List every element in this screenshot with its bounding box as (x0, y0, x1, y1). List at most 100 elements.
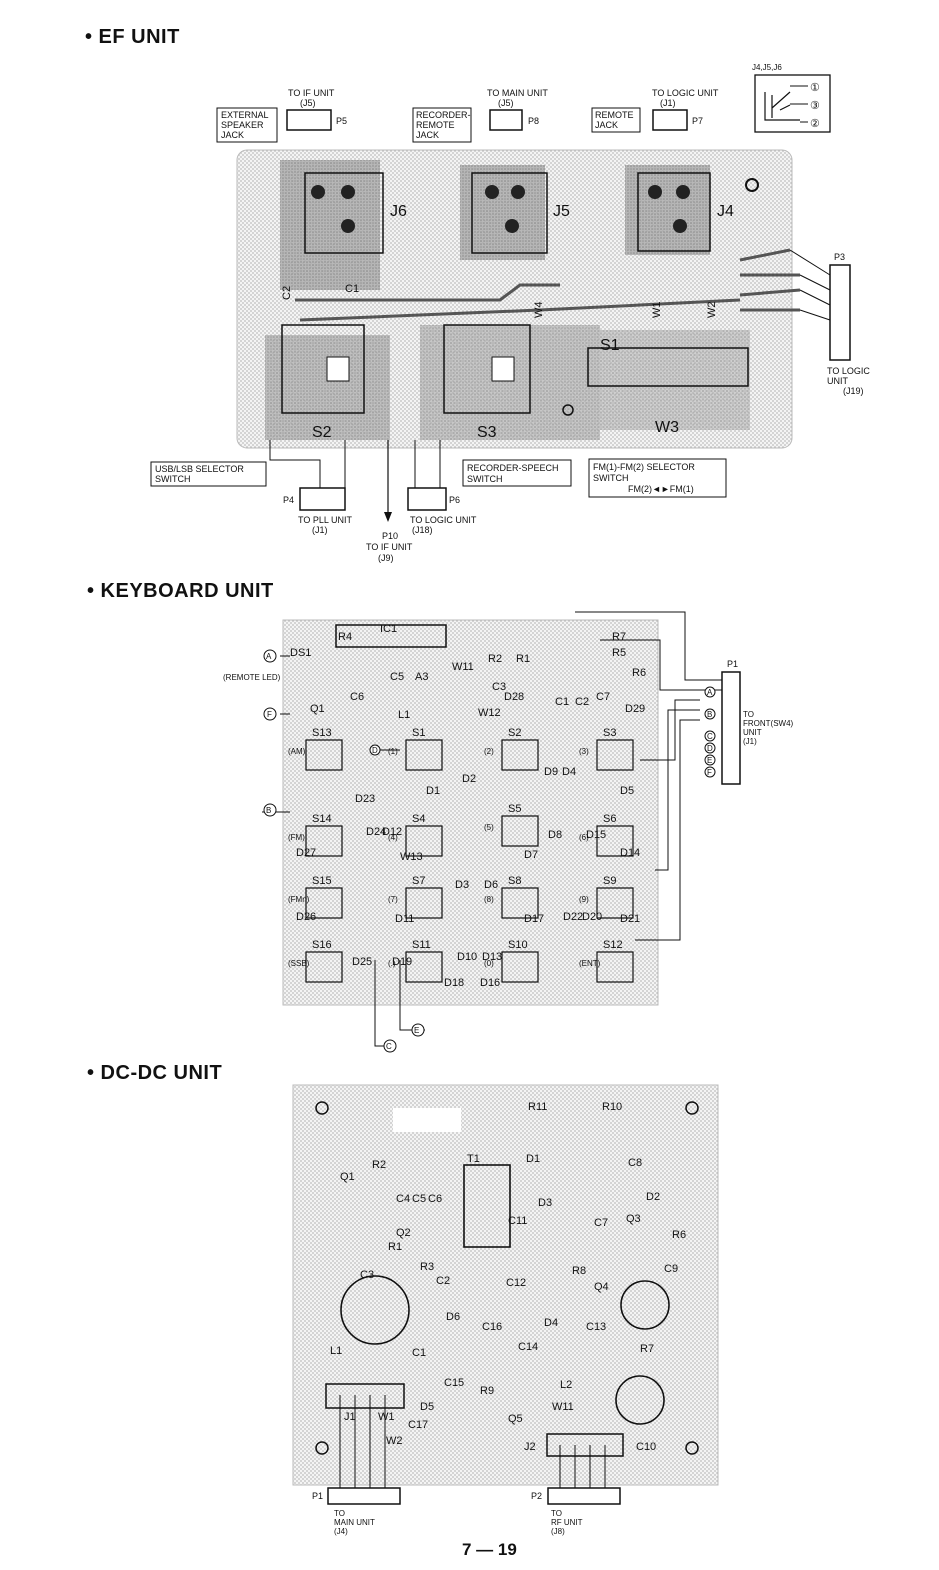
dc-part-w11: W11 (552, 1401, 574, 1413)
recorder-remote-box (412, 107, 472, 143)
kb-part-d16: D16 (480, 977, 500, 989)
dc-part-r7: R7 (640, 1343, 654, 1355)
kb-part-d4: D4 (562, 766, 576, 778)
s3-outline (443, 324, 531, 414)
kb-part-w12: W12 (478, 707, 501, 719)
kb-part-d6: D6 (484, 879, 498, 891)
dc-part-c16: C16 (482, 1321, 502, 1333)
kb-part-d9: D9 (544, 766, 558, 778)
remote-jack-box (591, 107, 641, 133)
ef-unit-diagram: J4,J5,J6 ① ③ ② TO IF UNIT (J5) TO MAIN U… (150, 63, 870, 563)
dc-part-c9: C9 (664, 1263, 678, 1275)
kb-switch-s9-function: (9) (579, 895, 589, 904)
p4-label: P4 (283, 495, 294, 505)
fm-selector-label-3: FM(2)◄►FM(1) (628, 484, 694, 494)
p10-ref: (J9) (378, 553, 394, 563)
dc-part-j2: J2 (524, 1441, 536, 1453)
kb-switch-s7-outline (405, 887, 443, 919)
kb-part-d10: D10 (457, 951, 477, 963)
recorder-speech-box (462, 459, 572, 487)
kb-part-d11: D11 (395, 913, 414, 925)
dc-part-d6: D6 (446, 1311, 460, 1323)
kb-part-d1: D1 (426, 785, 440, 797)
kb-switch-s3-outline (596, 739, 634, 771)
dc-part-j1: J1 (344, 1411, 356, 1423)
p7-ref: (J1) (660, 98, 676, 108)
p10-destination: TO IF UNIT (366, 542, 413, 552)
p3-connector (829, 264, 851, 361)
remote-led-label: (REMOTE LED) (223, 673, 281, 682)
kb-part-r4: R4 (338, 631, 352, 643)
s1-label: S1 (600, 337, 620, 354)
kb-switch-s3: S3 (603, 727, 616, 739)
kb-switch-s15-function: (FMn) (288, 895, 310, 904)
legend-pin-3: ③ (810, 100, 820, 112)
kb-switch-s7: S7 (412, 875, 425, 887)
dc-part-c3: C3 (360, 1269, 374, 1281)
p5-label: P5 (336, 116, 347, 126)
kb-p1-label: P1 (727, 659, 738, 669)
c1-label: C1 (345, 283, 359, 295)
legend-pin-2: ② (810, 118, 820, 130)
dc-part-r2: R2 (372, 1159, 386, 1171)
kb-switch-s8: S8 (508, 875, 521, 887)
kb-switch-s12: S12 (603, 939, 623, 951)
c2-label: C2 (281, 286, 293, 300)
dc-p1-dest-2: MAIN UNIT (334, 1518, 375, 1527)
c10-cap (615, 1375, 665, 1425)
kb-part-w13: W13 (400, 851, 423, 863)
dc-part-d2: D2 (646, 1191, 660, 1203)
p6-ref: (J18) (412, 525, 433, 535)
dc-p2-dest-3: (J8) (551, 1527, 565, 1536)
kb-part-c5: C5 (390, 671, 404, 683)
kb-part-d29: D29 (625, 703, 645, 715)
j4-outline (637, 172, 711, 252)
kb-switch-s6-function: (6) (579, 833, 589, 842)
kb-switch-s12-function: (ENT) (579, 959, 601, 968)
dc-part-l2: L2 (560, 1379, 572, 1391)
j2-outline (546, 1433, 624, 1457)
dc-part-c17: C17 (408, 1419, 428, 1431)
kb-switch-s2-outline (501, 739, 539, 771)
s2-label: S2 (312, 424, 332, 441)
p3-destination-1: TO LOGIC (827, 366, 870, 376)
p5-destination: TO IF UNIT (288, 88, 335, 98)
dc-p1-dest-3: (J4) (334, 1527, 348, 1536)
kb-part-ds1: DS1 (290, 647, 311, 659)
kb-part-d22: D22 (563, 911, 583, 923)
kb-part-l1: L1 (398, 709, 410, 721)
dc-part-q2: Q2 (396, 1227, 411, 1239)
kb-pin-a-left: A (266, 652, 272, 661)
p10-label: P10 (382, 531, 398, 541)
kb-switch-s13-function: (AM) (288, 747, 306, 756)
kb-pin-c-right: C (707, 732, 713, 741)
dc-part-c7: C7 (594, 1217, 608, 1229)
p8-ref: (J5) (498, 98, 514, 108)
dc-part-r9: R9 (480, 1385, 494, 1397)
p7-plug (652, 109, 688, 131)
jack-legend-title: J4,J5,J6 (752, 63, 782, 72)
c9-cap (620, 1280, 670, 1330)
kb-part-w11: W11 (452, 661, 474, 673)
recorder-speech-label-2: SWITCH (467, 474, 503, 484)
kb-part-d21: D21 (620, 913, 640, 925)
ef-unit-heading: • EF UNIT (85, 26, 180, 48)
kb-p1-dest-4: (J1) (743, 737, 757, 746)
kb-pin-d-left: D (372, 746, 378, 755)
kb-switch-s6-outline (596, 825, 634, 857)
kb-part-d15: D15 (586, 829, 606, 841)
dc-part-r3: R3 (420, 1261, 434, 1273)
kb-part-d3: D3 (455, 879, 469, 891)
kb-pin-b-right: B (707, 710, 712, 719)
recorder-remote-label-1: RECORDER- (416, 110, 471, 120)
kb-switch-s13-outline (305, 739, 343, 771)
dc-part-c8: C8 (628, 1157, 642, 1169)
kb-part-d14: D14 (620, 847, 640, 859)
kb-switch-s4: S4 (412, 813, 425, 825)
dc-part-q5: Q5 (508, 1413, 523, 1425)
kb-part-c2: C2 (575, 696, 589, 708)
dc-part-c12: C12 (506, 1277, 526, 1289)
s3-label: S3 (477, 424, 497, 441)
dc-p1-dest-1: TO (334, 1509, 345, 1518)
kb-switch-s14-function: (FM) (288, 833, 305, 842)
